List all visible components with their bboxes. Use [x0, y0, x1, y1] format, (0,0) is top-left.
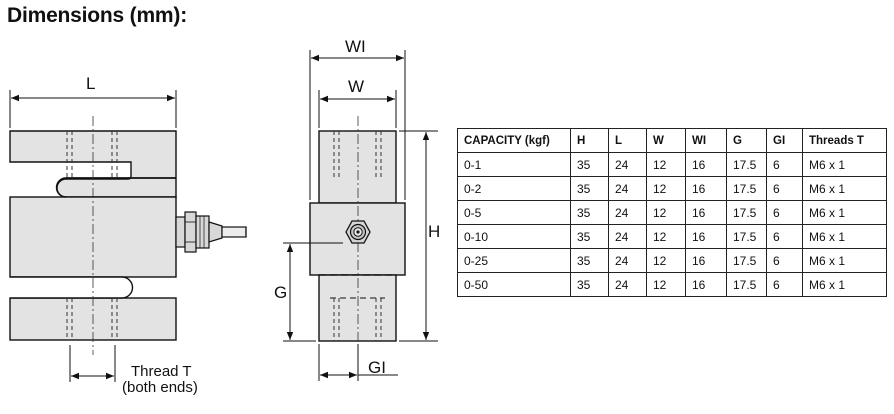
w-cell: 12	[646, 176, 686, 201]
capacity-cell: 0-2	[457, 176, 571, 201]
table-header-row: CAPACITY (kgf) H L W WI G GI Threads T	[457, 128, 887, 153]
g-cell: 17.5	[726, 224, 767, 249]
g1-cell: 6	[766, 200, 803, 225]
front-top-block	[318, 130, 397, 204]
column-header-l: L	[608, 128, 647, 153]
front-bottom-block	[318, 274, 397, 342]
table-row: 0-10 35 24 12 16 17.5 6 M6 x 1	[457, 224, 887, 249]
capacity-cell: 0-10	[457, 224, 571, 249]
thread-label-note: (both ends)	[122, 379, 198, 396]
l-cell: 24	[608, 248, 647, 273]
table-row: 0-5 35 24 12 16 17.5 6 M6 x 1	[457, 200, 887, 225]
h-dimension	[399, 130, 438, 342]
w-cell: 12	[646, 272, 686, 297]
w1-cell: 16	[685, 224, 727, 249]
lower-slot	[10, 276, 134, 299]
w1-cell: 16	[685, 200, 727, 225]
capacity-cell: 0-1	[457, 152, 571, 177]
table-row: 0-1 35 24 12 16 17.5 6 M6 x 1	[457, 152, 887, 177]
column-header-w1: WI	[685, 128, 727, 153]
hex-nut-icon	[345, 220, 371, 244]
capacity-cell: 0-50	[457, 272, 571, 297]
g-cell: 17.5	[726, 272, 767, 297]
g-cell: 17.5	[726, 176, 767, 201]
g1-cell: 6	[766, 224, 803, 249]
hidden-thread-lines	[66, 131, 118, 340]
cable	[221, 226, 247, 238]
h-cell: 35	[570, 152, 609, 177]
w-label: W	[348, 77, 364, 96]
thread-label: Thread T	[131, 363, 192, 380]
g1-cell: 6	[766, 272, 803, 297]
side-view: L Thread T (both ends)	[9, 74, 247, 396]
l-cell: 24	[608, 176, 647, 201]
g-cell: 17.5	[726, 200, 767, 225]
table-row: 0-50 35 24 12 16 17.5 6 M6 x 1	[457, 272, 887, 297]
g1-dimension	[318, 344, 398, 381]
threads-cell: M6 x 1	[802, 224, 887, 249]
front-hidden-lines	[333, 131, 382, 341]
w1-cell: 16	[685, 152, 727, 177]
front-view: WI W H G GI	[274, 37, 440, 381]
w1-cell: 16	[685, 176, 727, 201]
threads-cell: M6 x 1	[802, 152, 887, 177]
w-cell: 12	[646, 248, 686, 273]
w1-dimension	[309, 50, 406, 200]
g1-cell: 6	[766, 176, 803, 201]
g1-cell: 6	[766, 152, 803, 177]
h-cell: 35	[570, 248, 609, 273]
h-label: H	[428, 222, 440, 241]
threads-cell: M6 x 1	[802, 248, 887, 273]
column-header-w: W	[646, 128, 686, 153]
table-row: 0-2 35 24 12 16 17.5 6 M6 x 1	[457, 176, 887, 201]
table-row: 0-25 35 24 12 16 17.5 6 M6 x 1	[457, 248, 887, 273]
h-cell: 35	[570, 176, 609, 201]
capacity-cell: 0-5	[457, 200, 571, 225]
g-dimension	[283, 242, 343, 342]
g1-cell: 6	[766, 248, 803, 273]
threads-cell: M6 x 1	[802, 176, 887, 201]
w1-cell: 16	[685, 272, 727, 297]
w-cell: 12	[646, 152, 686, 177]
column-header-h: H	[570, 128, 609, 153]
l-cell: 24	[608, 152, 647, 177]
w-cell: 12	[646, 224, 686, 249]
column-header-g1: GI	[766, 128, 803, 153]
column-header-capacity: CAPACITY (kgf)	[457, 128, 571, 153]
cable-gland	[175, 211, 223, 253]
length-dimension	[9, 90, 177, 128]
thread-dimension	[69, 345, 116, 382]
g1-label: GI	[368, 358, 386, 377]
threads-cell: M6 x 1	[802, 200, 887, 225]
h-cell: 35	[570, 272, 609, 297]
w-dimension	[318, 90, 397, 128]
capacity-cell: 0-25	[457, 248, 571, 273]
l-cell: 24	[608, 272, 647, 297]
upper-slot	[55, 177, 176, 198]
length-label: L	[86, 74, 95, 93]
g-label: G	[274, 283, 287, 302]
column-header-threads: Threads T	[802, 128, 887, 153]
specification-table: CAPACITY (kgf) H L W WI G GI Threads T 0…	[457, 128, 887, 297]
l-cell: 24	[608, 224, 647, 249]
g-cell: 17.5	[726, 152, 767, 177]
w1-label: WI	[345, 37, 366, 56]
h-cell: 35	[570, 200, 609, 225]
g-cell: 17.5	[726, 248, 767, 273]
column-header-g: G	[726, 128, 767, 153]
page-title: Dimensions (mm):	[7, 4, 187, 27]
l-cell: 24	[608, 200, 647, 225]
w1-cell: 16	[685, 248, 727, 273]
h-cell: 35	[570, 224, 609, 249]
w-cell: 12	[646, 200, 686, 225]
threads-cell: M6 x 1	[802, 272, 887, 297]
